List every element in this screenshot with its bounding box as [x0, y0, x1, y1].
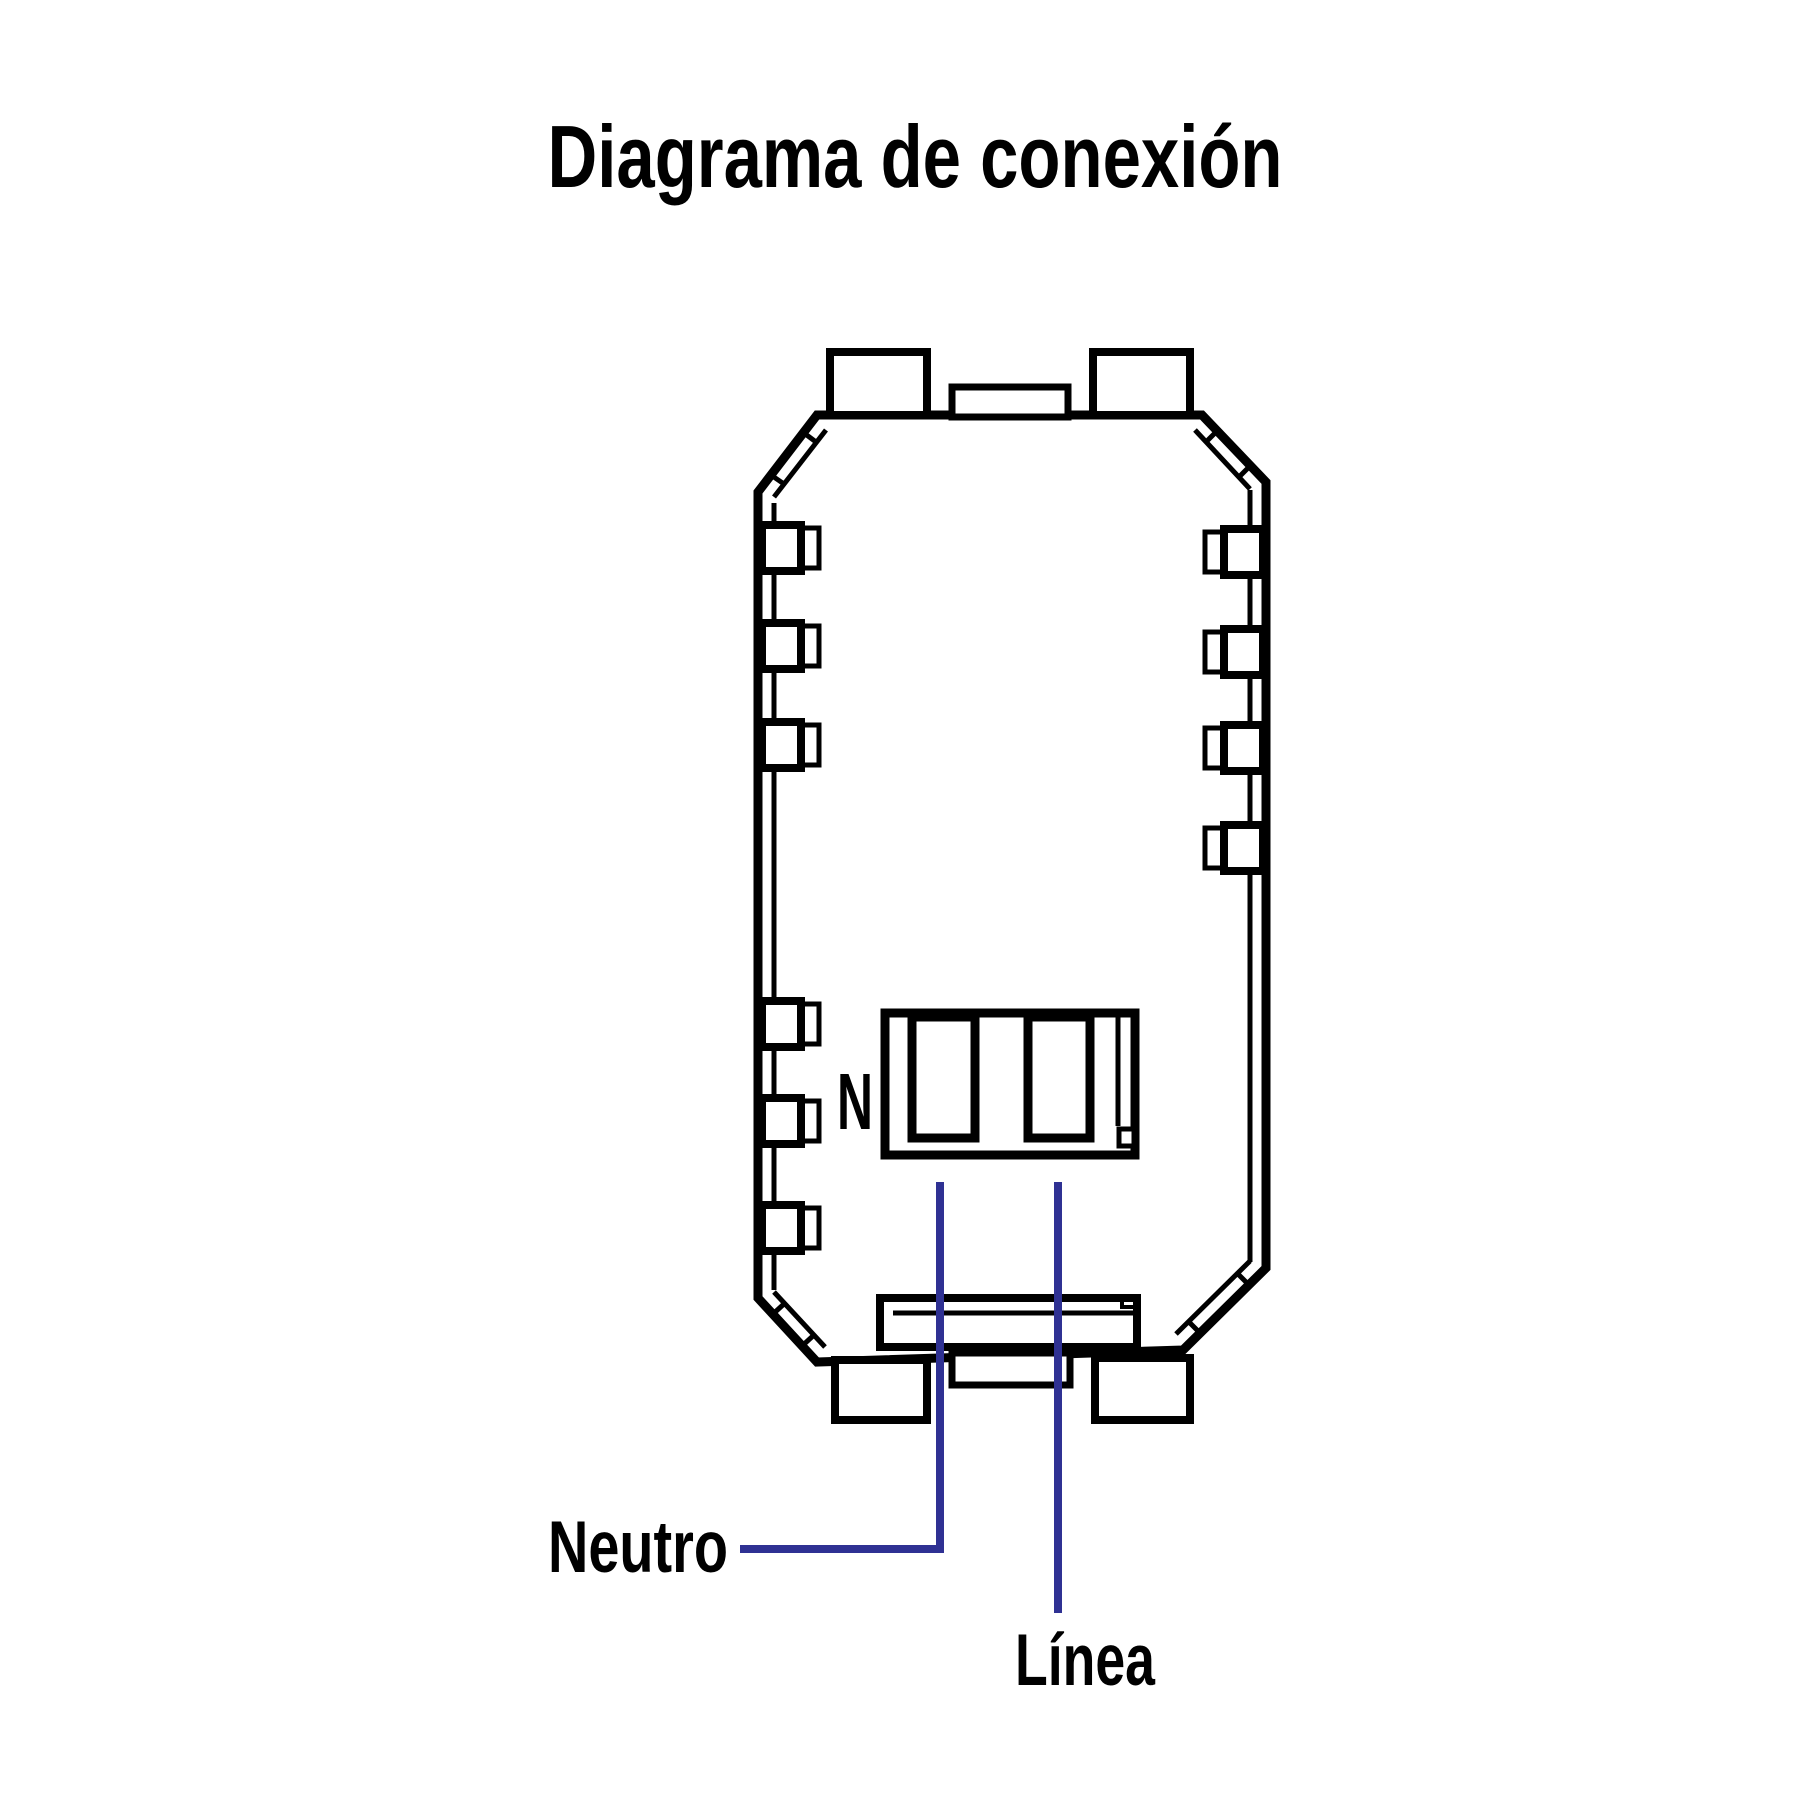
side-clip	[758, 521, 822, 575]
top-latch-center	[948, 383, 1072, 421]
terminal-slot-line	[1023, 1012, 1095, 1143]
corner-chamfer-bottom-right	[1174, 1259, 1252, 1336]
side-clip	[758, 997, 822, 1051]
right-clips	[1202, 525, 1267, 875]
bottom-plate	[876, 1294, 1141, 1351]
terminal-block: N	[837, 1008, 1140, 1160]
side-clip	[758, 718, 822, 772]
side-clip	[758, 1201, 822, 1255]
terminal-block-side-detail	[1116, 1126, 1137, 1149]
side-clip	[1202, 721, 1267, 775]
device-outline	[753, 410, 1271, 1367]
terminal-label-n: N	[837, 1057, 873, 1146]
top-tab-right	[1089, 348, 1194, 419]
terminal-slot-neutral	[907, 1012, 980, 1143]
side-clip	[758, 1094, 822, 1148]
top-tab-left	[826, 348, 931, 419]
side-clip	[1202, 525, 1267, 579]
bottom-latch-center	[948, 1349, 1074, 1389]
bottom-tab-left	[831, 1356, 931, 1424]
corner-chamfer-top-left	[769, 428, 828, 499]
wires	[740, 1182, 1062, 1613]
corner-chamfer-top-right	[1193, 428, 1252, 491]
corner-chamfer-bottom-left	[771, 1290, 827, 1349]
neutral-wire	[740, 1182, 944, 1553]
bottom-tab-right	[1091, 1354, 1194, 1424]
neutral-wire-label: Neutro	[548, 1507, 728, 1588]
side-clip	[758, 619, 822, 673]
device-body: N	[753, 348, 1271, 1424]
page-title: Diagrama de conexión	[548, 107, 1283, 206]
line-wire-label: Línea	[1015, 1620, 1156, 1701]
side-clip	[1202, 625, 1267, 679]
side-clip	[1202, 821, 1267, 875]
left-clips	[758, 521, 822, 1255]
